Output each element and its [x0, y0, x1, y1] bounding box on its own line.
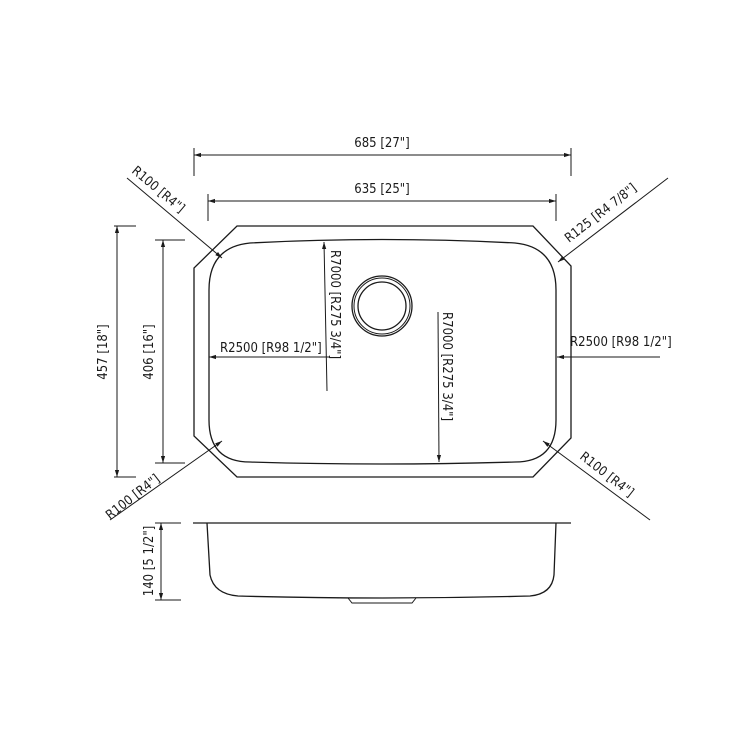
drain-hole: [351, 275, 413, 337]
corner-top-right-label: R125 [R4 7/8"]: [562, 181, 640, 246]
overall-width-label: 685 [27"]: [354, 136, 409, 151]
bowl-depth-label: 406 [16"]: [142, 324, 157, 379]
corner-bottom-left-label: R100 [R4"]: [103, 472, 163, 523]
radius-long-left-label: R7000 [R275 3/4"]: [327, 250, 342, 359]
sink-flange-outline: [193, 225, 572, 478]
radius-side-right-label: R2500 [R98 1/2"]: [570, 335, 672, 350]
bowl-depth-dimension: 406 [16"]: [142, 239, 185, 464]
radius-side-left-label: R2500 [R98 1/2"]: [220, 341, 322, 356]
overall-width-dimension: 685 [27"]: [193, 136, 572, 176]
corner-bottom-right-label: R100 [R4"]: [577, 449, 637, 500]
corner-bottom-right-callout: R100 [R4"]: [542, 440, 651, 521]
bowl-height-dimension: 140 [5 1/2"]: [142, 522, 181, 601]
radius-long-right-callout: R7000 [R275 3/4"]: [436, 311, 454, 463]
overall-depth-label: 457 [18"]: [96, 324, 111, 379]
radius-long-left-callout: R7000 [R275 3/4"]: [322, 241, 342, 392]
side-view: 140 [5 1/2"]: [142, 522, 571, 604]
bowl-outline: [208, 238, 557, 465]
bowl-width-label: 635 [25"]: [354, 182, 409, 197]
bowl-height-label: 140 [5 1/2"]: [142, 526, 157, 597]
top-view: 685 [27"] 635 [25"] 457 [18"] 406 [16"] …: [96, 136, 672, 523]
radius-side-left-callout: R2500 [R98 1/2"]: [209, 341, 330, 360]
bowl-width-dimension: 635 [25"]: [207, 182, 557, 221]
radius-long-right-label: R7000 [R275 3/4"]: [439, 312, 454, 421]
side-drain: [347, 597, 417, 604]
corner-top-left-label: R100 [R4"]: [128, 164, 187, 217]
radius-side-right-callout: R2500 [R98 1/2"]: [557, 335, 672, 360]
corner-top-right-callout: R125 [R4 7/8"]: [557, 177, 669, 263]
side-bowl-profile: [206, 522, 557, 599]
overall-depth-dimension: 457 [18"]: [96, 225, 136, 478]
